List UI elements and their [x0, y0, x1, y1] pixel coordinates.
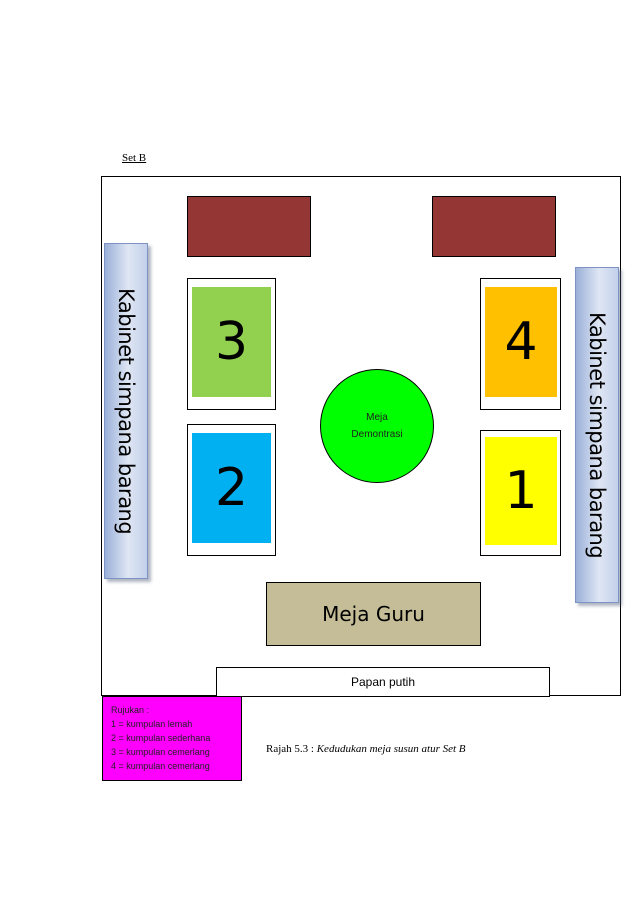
whiteboard-label: Papan putih — [350, 675, 416, 689]
group-2-number: 2 — [214, 458, 249, 518]
legend-item: 2 = kumpulan sederhana — [111, 733, 211, 743]
cabinet-right: Kabinet simpana barang — [575, 267, 619, 603]
caption-prefix: Rajah 5.3 : — [266, 743, 317, 755]
group-3-frame: 3 — [187, 278, 276, 410]
group-2-frame: 2 — [187, 424, 276, 556]
set-label: Set B — [122, 152, 147, 164]
cabinet-left: Kabinet simpana barang — [104, 243, 148, 579]
cabinet-left-label: Kabinet simpana barang — [114, 287, 138, 535]
legend-title: Rujukan : — [111, 705, 150, 715]
group-1-number: 1 — [504, 461, 538, 521]
teacher-table-label: Meja Guru — [322, 602, 425, 626]
teacher-table: Meja Guru — [266, 582, 481, 646]
cabinet-right-label: Kabinet simpana barang — [585, 311, 609, 559]
group-3-table: 3 — [192, 287, 271, 397]
group-4-table: 4 — [485, 287, 557, 397]
demo-table: Meja Demontrasi — [320, 369, 434, 483]
legend-item: 1 = kumpulan lemah — [111, 719, 193, 729]
whiteboard: Papan putih — [216, 667, 550, 697]
legend-box: Rujukan : 1 = kumpulan lemah 2 = kumpula… — [102, 696, 242, 781]
group-2-table: 2 — [192, 433, 271, 543]
figure-caption: Rajah 5.3 : Kedudukan meja susun atur Se… — [266, 743, 466, 755]
legend-item: 4 = kumpulan cemerlang — [111, 761, 210, 771]
group-1-frame: 1 — [480, 430, 561, 556]
caption-title: Kedudukan meja susun atur Set B — [316, 743, 466, 755]
group-4-frame: 4 — [480, 278, 561, 410]
legend-item: 3 = kumpulan cemerlang — [111, 747, 210, 757]
group-3-number: 3 — [214, 312, 249, 372]
dark-table-left — [187, 196, 311, 257]
demo-table-label: Meja Demontrasi — [351, 412, 403, 440]
dark-table-right — [432, 196, 556, 257]
group-1-table: 1 — [485, 437, 557, 545]
group-4-number: 4 — [504, 312, 538, 372]
